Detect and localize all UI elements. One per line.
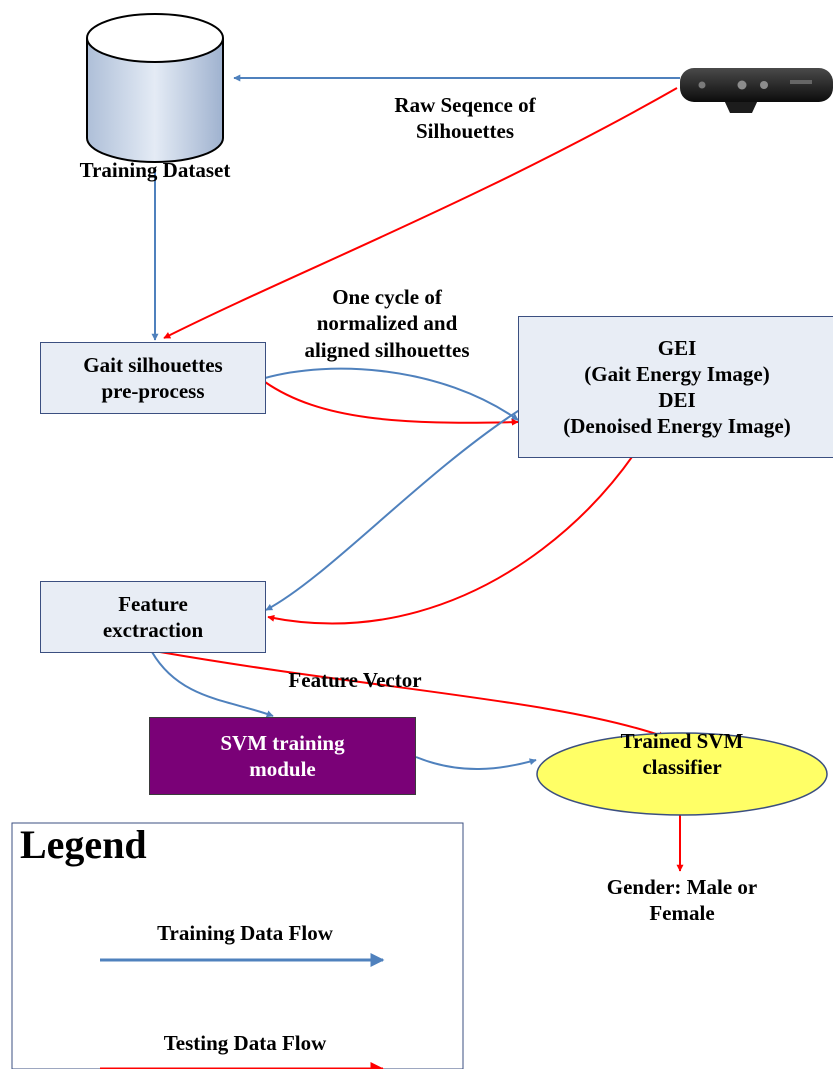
edge-feature-to-svm-training [151,651,274,718]
edge-camera-to-preprocess [163,87,678,339]
edge-preprocess-to-gei-training [264,367,519,421]
legend-title: Legend [20,822,147,867]
feature-vector-label: Feature Vector [288,668,422,692]
gait-preprocess-box: Gait silhouettes pre-process [40,342,266,414]
legend-testing-label: Testing Data Flow [163,1031,327,1055]
gei-dei-box: GEI (Gait Energy Image) DEI (Denoised En… [518,316,833,458]
raw-sequence-label: Raw Seqence of Silhouettes [394,93,536,144]
svm-training-box: SVM training module [149,717,416,795]
edge-preprocess-to-gei-testing [264,381,519,426]
trained-svm-ellipse [536,732,828,816]
training-dataset-label: Training Dataset [79,158,231,182]
edge-feature-to-classifier-testing [159,651,666,739]
trained-svm-label: Trained SVM classifier [620,729,744,780]
kinect-camera-icon [680,68,833,113]
edge-svm-training-to-classifier [415,756,537,770]
legend-box [11,822,464,1069]
one-cycle-label: One cycle of normalized and aligned silh… [304,285,470,362]
database-icon [86,13,224,163]
feature-extraction-box: Feature exctraction [40,581,266,653]
legend-training-label: Training Data Flow [157,921,333,945]
output-gender-label: Gender: Male or Female [606,875,758,926]
